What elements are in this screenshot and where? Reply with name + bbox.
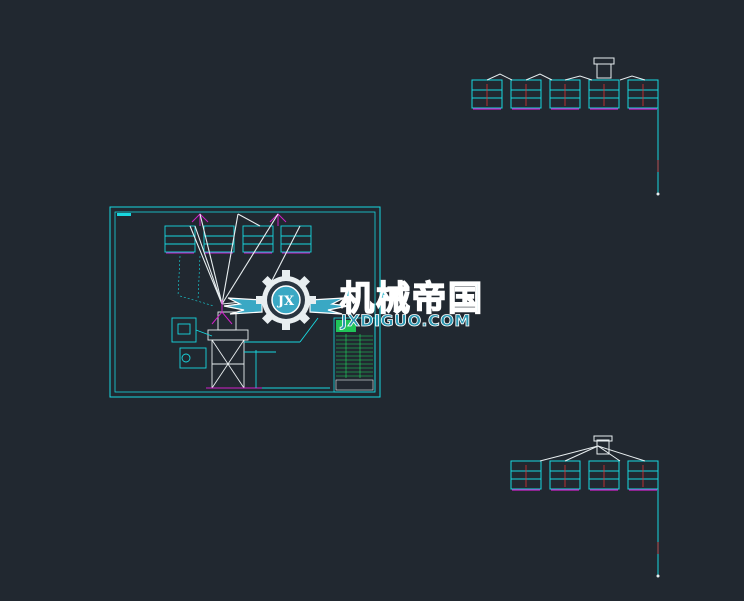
drawing-sheet [109, 206, 381, 398]
sheet-title-tag [117, 213, 131, 216]
sheet-conveyor-lines [189, 213, 301, 305]
sheet-piping [244, 317, 330, 389]
sheet-border-outer [109, 206, 381, 398]
sheet-tower-magenta [206, 300, 262, 389]
watermark-logo-emblem: JX [223, 270, 349, 330]
sheet-silos [164, 225, 312, 253]
sheet-left-equipment [171, 317, 213, 369]
watermark-emblem-text: JX [277, 294, 295, 309]
detail-view-top [471, 57, 660, 196]
detail-view-bottom [510, 435, 660, 578]
sheet-tower [207, 311, 249, 389]
watermark-subtitle: JXDIGUO.COM [341, 311, 471, 331]
watermark-title: 机械帝国 [339, 278, 484, 320]
sheet-border-inner [114, 211, 376, 393]
sheet-title-block [333, 317, 376, 393]
sheet-leader-lines [177, 255, 215, 307]
